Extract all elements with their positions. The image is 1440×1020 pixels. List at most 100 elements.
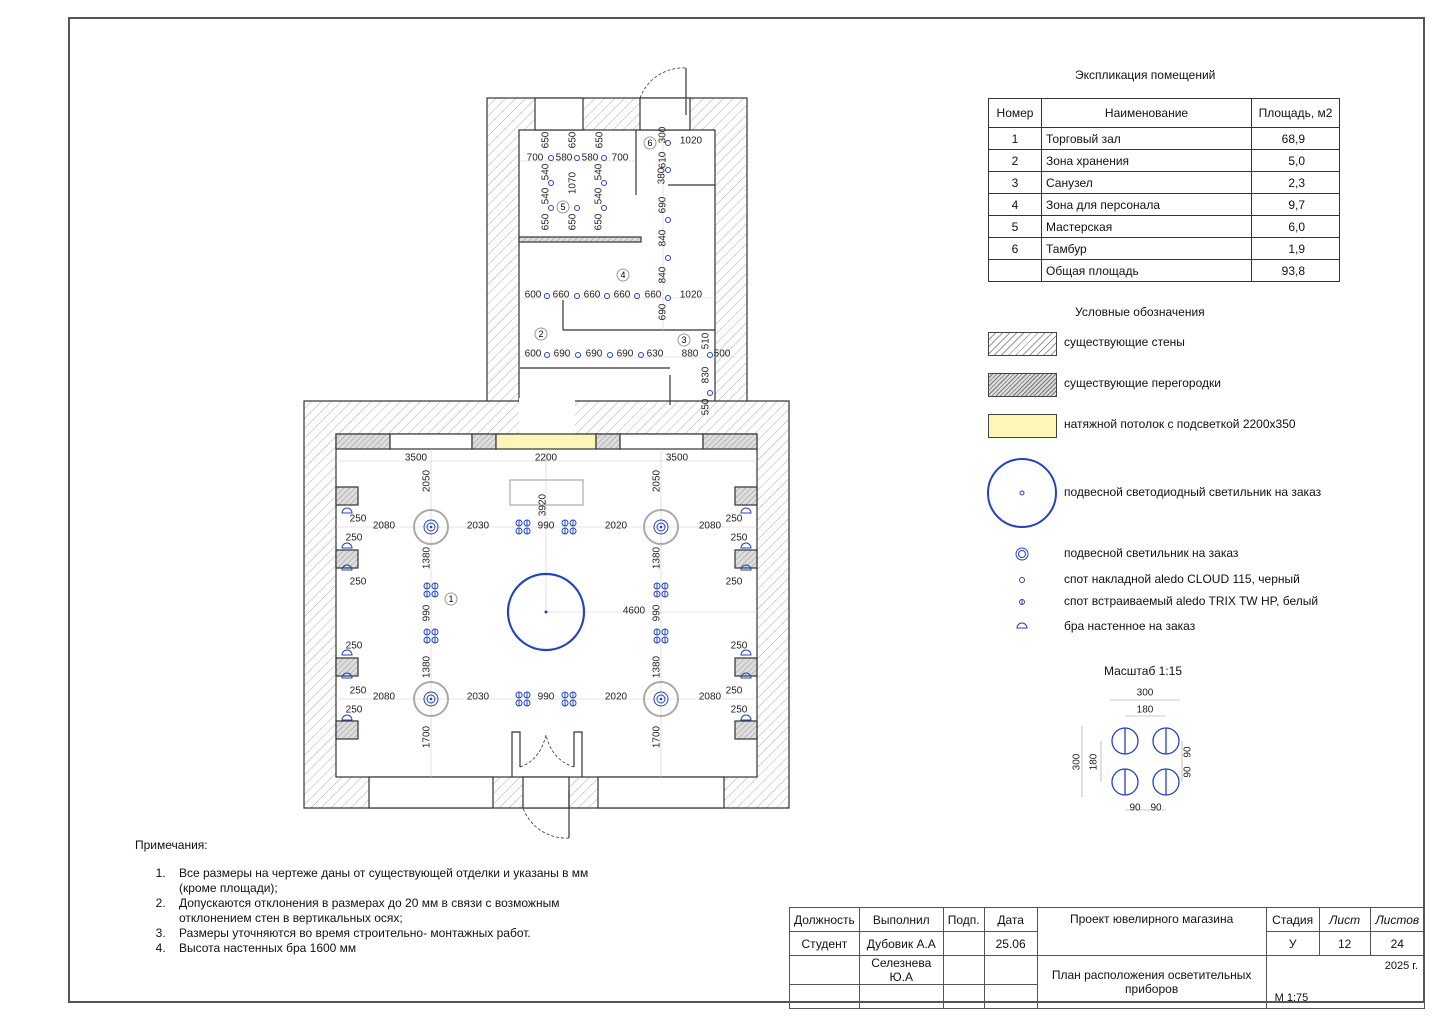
dimension-label: 2030 bbox=[467, 692, 490, 703]
room-name: Санузел bbox=[1041, 171, 1252, 194]
room-name: Мастерская bbox=[1041, 215, 1252, 238]
dimension-label: 650 bbox=[595, 131, 606, 148]
dimension-label: 1380 bbox=[422, 546, 433, 569]
recessed-spot-cluster bbox=[423, 582, 439, 598]
tb-position-header: Должность bbox=[789, 907, 860, 932]
legend-label-pendant: подвесной светильник на заказ bbox=[1064, 546, 1239, 560]
tb-empty bbox=[858, 984, 944, 1009]
recessed-spot-cluster bbox=[561, 691, 577, 707]
dimension-label: 1380 bbox=[652, 655, 663, 678]
dimension-label: 300 bbox=[658, 126, 669, 143]
header-area: Площадь, м2 bbox=[1251, 98, 1340, 128]
dimension-label: 610 bbox=[658, 151, 669, 168]
legend-label-surface-spot: спот накладной aledo CLOUD 115, черный bbox=[1064, 572, 1300, 586]
dimension-label: 250 bbox=[346, 641, 363, 652]
dimension-label: 990 bbox=[652, 604, 663, 621]
drawing-frame bbox=[68, 17, 1425, 1003]
tb-scale: М 1:75 bbox=[1274, 992, 1309, 1004]
detail-dimension: 180 bbox=[1089, 753, 1100, 770]
room-marker bbox=[643, 136, 657, 150]
surface-spot bbox=[607, 352, 613, 358]
tb-position: Студент bbox=[789, 931, 860, 956]
surface-spot bbox=[638, 352, 644, 358]
wall-sconce bbox=[740, 649, 752, 656]
dimension-label: 650 bbox=[568, 131, 579, 148]
detail-dimension: 90 bbox=[1183, 746, 1194, 758]
dimension-lines bbox=[336, 130, 757, 777]
surface-spot bbox=[544, 352, 550, 358]
surface-spot bbox=[548, 180, 554, 186]
room-area: 1,9 bbox=[1251, 237, 1340, 260]
room-marker bbox=[677, 333, 691, 347]
dimension-label: 880 bbox=[682, 349, 699, 360]
room-number: 2 bbox=[988, 149, 1042, 172]
dimension-label: 1380 bbox=[652, 546, 663, 569]
dimension-label: 250 bbox=[726, 686, 743, 697]
notes: Примечания: Все размеры на чертеже даны … bbox=[135, 838, 605, 956]
wall-sconce bbox=[341, 564, 353, 571]
surface-spot bbox=[707, 390, 713, 396]
wall-sconce bbox=[341, 672, 353, 679]
dimension-label: 650 bbox=[541, 213, 552, 230]
dimension-label: 1700 bbox=[652, 725, 663, 748]
surface-spot bbox=[548, 155, 554, 161]
existing-wall-swatch bbox=[988, 332, 1057, 356]
legend-icons bbox=[987, 458, 1057, 629]
pendant-icon bbox=[1015, 547, 1029, 561]
dimension-label: 1380 bbox=[422, 655, 433, 678]
tb-empty bbox=[983, 984, 1038, 1009]
dimension-label: 250 bbox=[731, 641, 748, 652]
wall-sconce bbox=[341, 649, 353, 656]
dimension-label: 700 bbox=[527, 153, 544, 164]
room-name: Зона для персонала bbox=[1041, 193, 1252, 216]
tb-author-header: Выполнил bbox=[858, 907, 944, 932]
dimension-label: 690 bbox=[554, 349, 571, 360]
dimension-label: 840 bbox=[658, 229, 669, 246]
dimension-label: 660 bbox=[553, 290, 570, 301]
dimension-label: 580 bbox=[556, 153, 573, 164]
dimension-label: 650 bbox=[568, 213, 579, 230]
dimension-label: 540 bbox=[541, 187, 552, 204]
dimension-label: 660 bbox=[584, 290, 601, 301]
surface-spot bbox=[634, 293, 640, 299]
dimension-label: 500 bbox=[714, 349, 731, 360]
dimension-label: 250 bbox=[350, 514, 367, 525]
surface-spot bbox=[548, 205, 554, 211]
surface-spot bbox=[574, 155, 580, 161]
dimension-label: 2020 bbox=[605, 692, 628, 703]
recessed-spot-cluster bbox=[423, 628, 439, 644]
dimension-label: 540 bbox=[594, 187, 605, 204]
tb-empty bbox=[942, 955, 985, 985]
detail-dimension: 300 bbox=[1072, 753, 1083, 770]
tb-date: 25.06 bbox=[983, 931, 1038, 956]
dimension-label: 3500 bbox=[666, 453, 689, 464]
detail-dimension: 90 bbox=[1183, 766, 1194, 778]
dimension-label: 2020 bbox=[605, 521, 628, 532]
tb-sheet-label: Лист bbox=[1318, 907, 1371, 932]
scale-detail-title: Масштаб 1:15 bbox=[1104, 664, 1183, 678]
room-marker bbox=[444, 592, 458, 606]
dimension-label: 660 bbox=[645, 290, 662, 301]
recessed-spot-cluster bbox=[653, 582, 669, 598]
existing-partition-swatch bbox=[988, 373, 1057, 397]
room-number-label: 4 bbox=[620, 270, 625, 280]
tb-sheet: 12 bbox=[1318, 931, 1371, 956]
dimension-label: 3920 bbox=[538, 493, 549, 516]
stretch-ceiling-swatch bbox=[988, 414, 1057, 438]
room-number-label: 3 bbox=[681, 335, 686, 345]
detail-dimension: 180 bbox=[1137, 705, 1154, 716]
room-number bbox=[988, 259, 1042, 282]
dimension-label: 650 bbox=[594, 213, 605, 230]
dimension-label: 3500 bbox=[405, 453, 428, 464]
notes-title: Примечания: bbox=[135, 838, 208, 852]
surface-spot bbox=[665, 140, 671, 146]
room-name: Общая площадь bbox=[1041, 259, 1252, 282]
surface-spot bbox=[665, 217, 671, 223]
large-pendant-light bbox=[506, 572, 586, 652]
dimension-label: 600 bbox=[525, 349, 542, 360]
